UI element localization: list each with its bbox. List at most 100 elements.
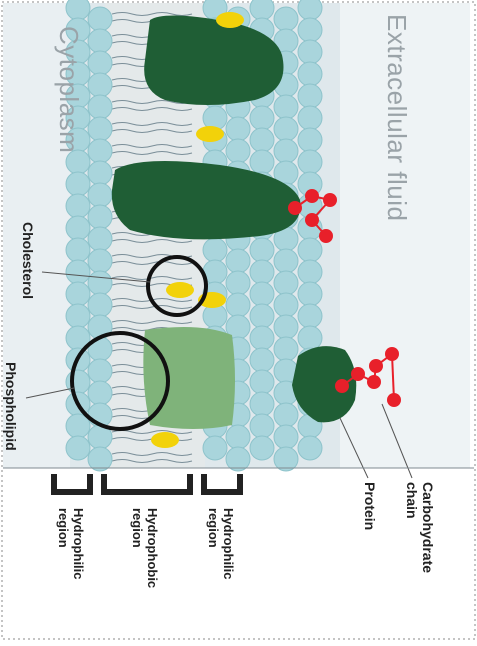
hydrophilic-region-label-a: Hydrophilic region xyxy=(56,508,86,580)
head-outer xyxy=(250,370,274,394)
head-outer xyxy=(298,238,322,262)
carbohydrate-unit xyxy=(323,193,337,207)
hydrophilic-a-line1: Hydrophilic xyxy=(71,508,86,580)
head-outer xyxy=(298,0,322,20)
head-outer xyxy=(250,260,274,284)
carbohydrate-unit xyxy=(335,379,349,393)
head-outer xyxy=(298,106,322,130)
head-outer xyxy=(250,348,274,372)
carbohydrate-unit xyxy=(319,229,333,243)
head-inner xyxy=(88,161,112,185)
extracellular-label: Extracellular fluid xyxy=(381,14,412,221)
head-outer xyxy=(250,304,274,328)
head-inner xyxy=(66,0,90,20)
head-outer xyxy=(226,425,250,449)
head-inner xyxy=(88,359,112,383)
carbohydrate-label-line1: Carbohydrate xyxy=(420,482,436,573)
head-inner xyxy=(66,172,90,196)
head-outer xyxy=(250,106,274,130)
head-outer xyxy=(226,249,250,273)
head-inner xyxy=(66,282,90,306)
head-inner xyxy=(88,249,112,273)
hydrophilic-bracket-a xyxy=(54,474,90,492)
head-outer xyxy=(298,40,322,64)
head-inner xyxy=(88,447,112,471)
head-inner xyxy=(88,7,112,31)
head-outer xyxy=(298,18,322,42)
head-outer xyxy=(203,238,227,262)
head-outer xyxy=(250,150,274,174)
cholesterol-label: Cholesterol xyxy=(20,222,36,299)
cholesterol-molecule xyxy=(151,432,179,448)
head-inner xyxy=(66,238,90,262)
head-inner xyxy=(66,216,90,240)
head-outer xyxy=(298,128,322,152)
hydrophilic-a-line2: region xyxy=(56,508,71,580)
head-outer xyxy=(274,95,298,119)
head-outer xyxy=(274,249,298,273)
cytoplasm-label: Cytoplasm xyxy=(53,26,84,153)
carbohydrate-unit xyxy=(369,359,383,373)
head-outer xyxy=(298,436,322,460)
cholesterol-molecule xyxy=(196,126,224,142)
head-outer xyxy=(226,117,250,141)
head-outer xyxy=(250,414,274,438)
head-outer xyxy=(274,447,298,471)
head-outer xyxy=(226,139,250,163)
head-outer xyxy=(298,150,322,174)
hydrophilic-region-label-b: Hydrophilic region xyxy=(206,508,236,580)
cholesterol-molecule xyxy=(166,282,194,298)
head-inner xyxy=(66,304,90,328)
hydrophobic-bracket xyxy=(104,474,190,492)
head-inner xyxy=(88,73,112,97)
head-outer xyxy=(274,403,298,427)
hydrophobic-line2: region xyxy=(130,508,145,588)
carbohydrate-unit xyxy=(305,189,319,203)
head-inner xyxy=(88,183,112,207)
head-outer xyxy=(298,260,322,284)
head-outer xyxy=(274,271,298,295)
head-outer xyxy=(250,238,274,262)
head-outer xyxy=(298,282,322,306)
protein-label: Protein xyxy=(362,482,378,530)
head-inner xyxy=(66,150,90,174)
head-inner xyxy=(66,436,90,460)
head-outer xyxy=(250,326,274,350)
head-outer xyxy=(298,304,322,328)
hydrophobic-region-label: Hydrophobic region xyxy=(130,508,160,588)
head-outer xyxy=(274,337,298,361)
carbohydrate-unit xyxy=(367,375,381,389)
head-outer xyxy=(203,436,227,460)
head-inner xyxy=(88,227,112,251)
hydrophilic-b-line2: region xyxy=(206,508,221,580)
cholesterol-molecule xyxy=(216,12,244,28)
head-outer xyxy=(274,117,298,141)
head-inner xyxy=(88,29,112,53)
carbohydrate-label-line2: chain xyxy=(404,482,420,573)
head-inner xyxy=(88,95,112,119)
head-outer xyxy=(298,62,322,86)
hydrophilic-b-line1: Hydrophilic xyxy=(221,508,236,580)
hydrophilic-bracket-b xyxy=(204,474,240,492)
head-inner xyxy=(66,370,90,394)
head-outer xyxy=(226,271,250,295)
head-outer xyxy=(226,447,250,471)
head-inner xyxy=(66,194,90,218)
head-outer xyxy=(274,293,298,317)
head-outer xyxy=(274,139,298,163)
head-outer xyxy=(226,293,250,317)
head-outer xyxy=(298,326,322,350)
head-outer xyxy=(250,282,274,306)
head-inner xyxy=(66,260,90,284)
carbohydrate-unit xyxy=(387,393,401,407)
head-inner xyxy=(88,293,112,317)
head-inner xyxy=(88,139,112,163)
phospholipid-label: Phospholipid xyxy=(3,362,19,451)
head-inner xyxy=(88,271,112,295)
head-outer xyxy=(250,0,274,20)
carbohydrate-label: Carbohydrate chain xyxy=(404,482,436,573)
head-outer xyxy=(250,392,274,416)
head-inner xyxy=(88,117,112,141)
hydrophobic-line1: Hydrophobic xyxy=(145,508,160,588)
